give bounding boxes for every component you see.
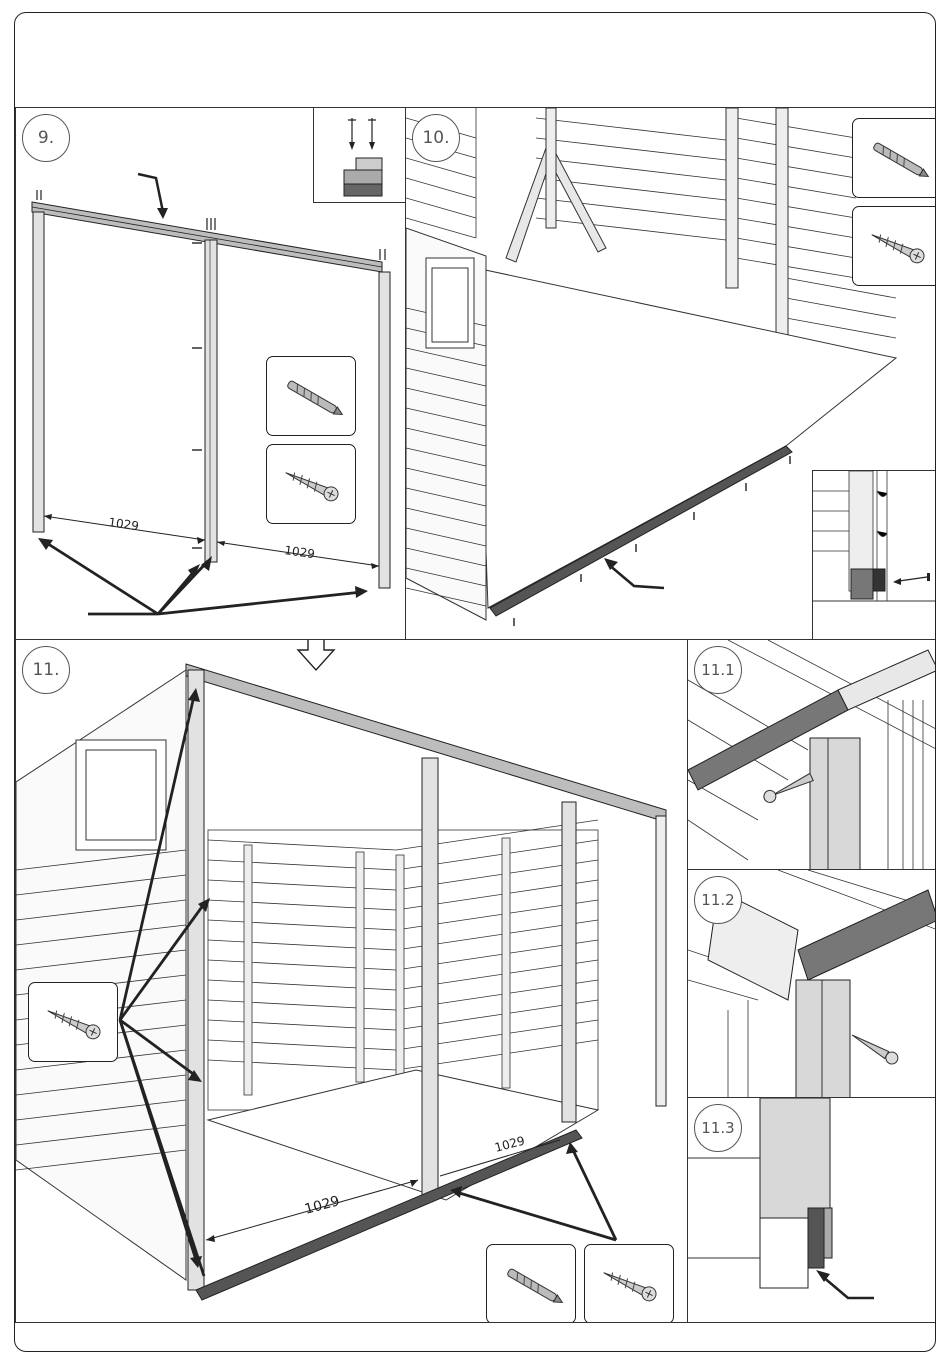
step-11-badge: 11.	[22, 646, 70, 694]
step-11-panel: 11.	[15, 639, 689, 1323]
dimension-left: 1029	[303, 1193, 342, 1218]
nail-detail-drawing	[314, 108, 407, 203]
screw-box	[28, 982, 118, 1062]
drill-bit-box	[266, 356, 356, 436]
plate-detail-inset	[812, 470, 936, 641]
drill-bit-box	[852, 118, 936, 198]
step-11-3-panel: 11.3	[687, 1097, 936, 1323]
shed-frame-drawing: 1029 1029	[16, 640, 689, 1323]
step-11-3-badge: 11.3	[694, 1104, 742, 1152]
step-10-panel: 10.	[405, 107, 936, 641]
step-9-panel: 9. 1	[15, 107, 407, 641]
header-band	[15, 13, 935, 108]
step-11-1-badge: 11.1	[694, 646, 742, 694]
screw-icon	[585, 1245, 675, 1323]
back-wall-cladding	[208, 820, 598, 1110]
dimension-right: 1029	[284, 543, 316, 561]
drill-bit-icon	[853, 119, 936, 199]
step-11-2-badge: 11.2	[694, 876, 742, 924]
instruction-sheet: 9. 1	[14, 12, 936, 1352]
bottom-arrows	[38, 538, 368, 614]
screw-box	[584, 1244, 674, 1323]
step-9-badge: 9.	[22, 114, 70, 162]
step-11-1-panel: 11.1	[687, 639, 936, 871]
footer-band	[15, 1320, 935, 1351]
screw-box	[266, 444, 356, 524]
arrow-down-icon	[298, 640, 334, 670]
step-10-badge: 10.	[412, 114, 460, 162]
dimension-left: 1029	[108, 515, 140, 533]
drill-bit-box	[486, 1244, 576, 1323]
screw-icon	[853, 207, 936, 287]
plate-detail-drawing	[813, 471, 936, 641]
drill-bit-icon	[267, 357, 357, 437]
step-11-2-panel: 11.2	[687, 869, 936, 1099]
nail-detail-inset	[313, 108, 407, 203]
screw-icon	[29, 983, 119, 1063]
screw-marks	[192, 243, 202, 548]
screw-box	[852, 206, 936, 286]
screw-icon	[267, 445, 357, 525]
drill-bit-icon	[487, 1245, 577, 1323]
